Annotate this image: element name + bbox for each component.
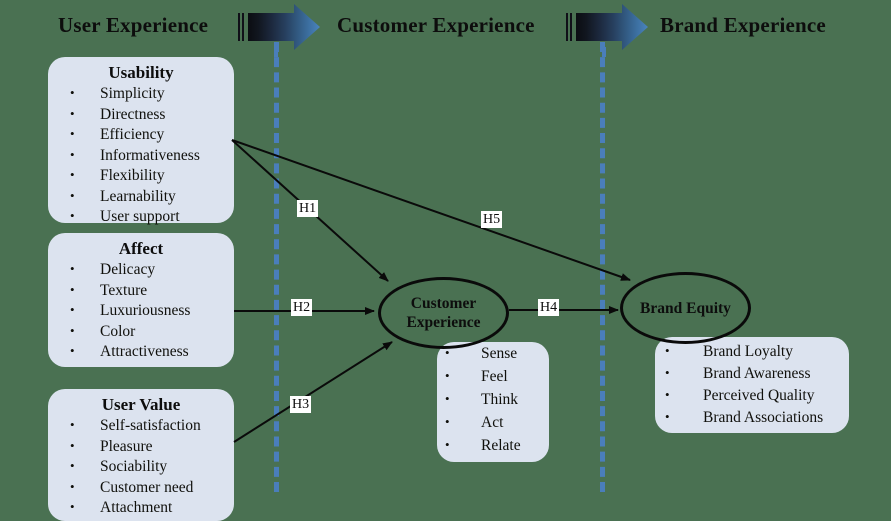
list-item: Luxuriousness: [70, 300, 234, 322]
ellipse-customer-experience: Customer Experience: [378, 277, 509, 349]
label-h4: H4: [538, 299, 560, 316]
list-item: Sociability: [70, 456, 234, 478]
box-affect-list: Delicacy Texture Luxuriousness Color Att…: [48, 259, 234, 363]
list-item: Brand Awareness: [665, 362, 849, 385]
divider-ux-cx: [274, 42, 279, 492]
list-item: Relate: [445, 433, 549, 457]
ellipse-brand-equity: Brand Equity: [620, 272, 751, 344]
box-usability: Usability Simplicity Directness Efficien…: [48, 57, 234, 226]
box-user-value-list: Self-satisfaction Pleasure Sociability C…: [48, 415, 234, 519]
label-h1: H1: [297, 200, 319, 217]
list-item: Directness: [70, 104, 234, 126]
box-brand-equity-list: Brand Loyalty Brand Awareness Perceived …: [655, 337, 849, 433]
stage-arrow-body-1: [248, 4, 320, 50]
list-item: Brand Associations: [665, 406, 849, 429]
list-item: Sense: [445, 341, 549, 365]
list-item: Perceived Quality: [665, 384, 849, 407]
list-item: Flexibility: [70, 165, 234, 187]
box-customer-experience-list: Sense Feel Think Act Relate: [437, 341, 549, 462]
box-user-value: User Value Self-satisfaction Pleasure So…: [48, 389, 234, 521]
label-h5: H5: [481, 211, 503, 228]
list-item: Attachment: [70, 497, 234, 519]
list-item: Attractiveness: [70, 341, 234, 363]
list-item: Brand Loyalty: [665, 340, 849, 363]
list-item: Feel: [445, 364, 549, 388]
list-item: Pleasure: [70, 436, 234, 458]
arrow-h3: [233, 341, 393, 443]
stage-arrow-body-2: [576, 4, 648, 50]
stage-arrow-icon-2: [566, 4, 648, 57]
list-item: Learnability: [70, 186, 234, 208]
divider-cx-bx: [600, 42, 605, 492]
box-customer-experience-items: Sense Feel Think Act Relate: [437, 341, 549, 457]
box-affect: Affect Delicacy Texture Luxuriousness Co…: [48, 233, 234, 367]
box-brand-equity-items: Brand Loyalty Brand Awareness Perceived …: [655, 337, 849, 429]
arrow-h5: [231, 139, 631, 281]
list-item: Color: [70, 321, 234, 343]
box-user-value-title: User Value: [101, 395, 181, 414]
box-affect-title: Affect: [118, 239, 164, 258]
list-item: Simplicity: [70, 83, 234, 105]
header-user-experience: User Experience: [58, 13, 209, 37]
list-item: Delicacy: [70, 259, 234, 281]
list-item: Self-satisfaction: [70, 415, 234, 437]
list-item: Efficiency: [70, 124, 234, 146]
header-customer-experience: Customer Experience: [337, 13, 535, 37]
label-h2: H2: [291, 299, 313, 316]
list-item: Customer need: [70, 477, 234, 499]
header-brand-experience: Brand Experience: [660, 13, 826, 37]
list-item: Informativeness: [70, 145, 234, 167]
box-usability-title: Usability: [108, 63, 174, 82]
box-usability-list: Simplicity Directness Efficiency Informa…: [48, 83, 234, 228]
stage-arrow-bars-2: [566, 13, 575, 41]
list-item: Act: [445, 410, 549, 434]
list-item: Think: [445, 387, 549, 411]
list-item: Texture: [70, 280, 234, 302]
list-item: User support: [70, 206, 234, 228]
label-h3: H3: [290, 396, 312, 413]
stage-arrow-bars-1: [238, 13, 247, 41]
stage-arrow-icon-1: [238, 4, 320, 57]
